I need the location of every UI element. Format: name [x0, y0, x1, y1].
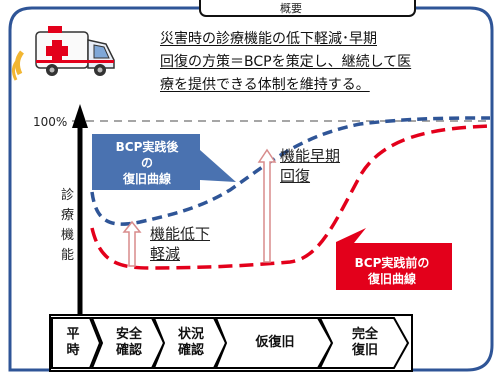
y-axis-label-char: 療	[61, 208, 75, 223]
y-axis-label-char: 診	[61, 188, 75, 203]
y-tick-100: 100%	[33, 115, 68, 129]
ambulance-icon	[11, 26, 115, 81]
y-axis-label-char: 能	[61, 248, 75, 263]
description-line-3: 療を提供できる体制を維持する。	[160, 77, 370, 93]
phase-line: 状況	[177, 327, 204, 342]
phase-line: 時	[66, 343, 80, 358]
callout-after	[92, 134, 236, 190]
phase-line: 完全	[351, 327, 378, 342]
annotation-reduce-line: 機能低下	[150, 225, 211, 243]
arrow-reduce	[122, 220, 142, 267]
annotation-early-line: 機能早期	[280, 147, 341, 165]
phase-temporary-recovery: 仮復旧	[230, 318, 320, 368]
annotation-early: 機能早期 回復	[280, 146, 340, 186]
y-axis-arrowhead	[72, 104, 88, 128]
after-bcp-label-line: の	[140, 156, 153, 170]
curve-before-bcp	[90, 124, 491, 270]
description-line-2: 回復の方策＝BCPを策定し、継続して医	[160, 54, 412, 70]
after-bcp-label-line: 復旧曲線	[122, 172, 171, 186]
annotation-reduce: 機能低下 軽減	[150, 224, 210, 264]
callout-before	[336, 228, 452, 290]
before-bcp-label-line: 復旧曲線	[367, 272, 416, 286]
phase-line: 確認	[177, 343, 204, 358]
y-axis-label-char: 機	[61, 228, 75, 243]
phase-situation-check: 状況 確認	[166, 318, 216, 368]
annotation-early-line: 回復	[280, 167, 311, 185]
arrow-early	[257, 148, 277, 263]
phase-safety-check: 安全 確認	[104, 318, 154, 368]
title-box	[199, 0, 416, 17]
curve-after-bcp	[90, 116, 491, 226]
phase-line: 安全	[115, 327, 142, 342]
phase-line: 仮復旧	[255, 335, 295, 350]
after-bcp-label-line: BCP実践後	[115, 140, 179, 154]
description-line-1: 災害時の診療機能の低下軽減･早期	[160, 31, 377, 47]
annotation-reduce-line: 軽減	[150, 245, 181, 263]
phase-peacetime: 平 時	[54, 318, 92, 368]
after-bcp-label: BCP実践後 の 復旧曲線	[95, 139, 199, 187]
title-fragment: 概要	[280, 2, 302, 15]
phase-line: 復旧	[351, 343, 378, 358]
before-bcp-label-line: BCP実践前の	[354, 256, 430, 270]
phase-line: 平	[66, 327, 80, 342]
before-bcp-label: BCP実践前の 復旧曲線	[340, 255, 444, 287]
outer-frame	[8, 6, 494, 372]
phase-full-recovery: 完全 復旧	[334, 318, 396, 368]
phase-chevrons	[51, 317, 410, 369]
phase-line: 確認	[115, 343, 142, 358]
